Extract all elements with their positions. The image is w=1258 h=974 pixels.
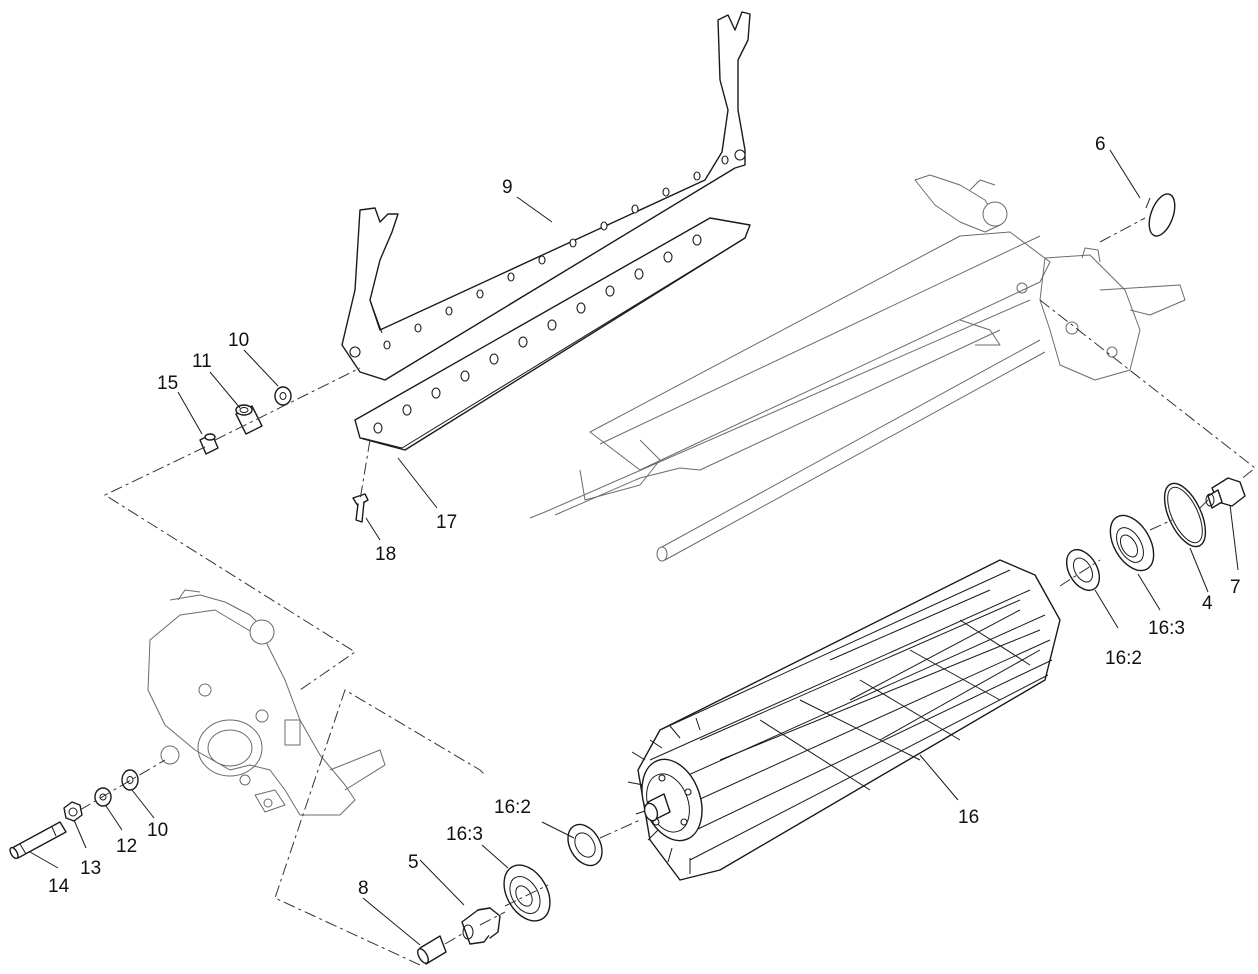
callout-16-3-left: 16:3 [446, 824, 483, 845]
nut-7 [1205, 477, 1246, 509]
callout-labels: 9 6 10 11 15 17 18 7 4 16:3 16:2 16 16:2… [48, 134, 1241, 899]
bushing-15 [199, 433, 219, 455]
washer-10-bottom [121, 769, 139, 791]
hub-5 [461, 907, 501, 945]
reel-16 [627, 559, 1061, 881]
callout-8: 8 [358, 878, 369, 899]
shaft-14 [9, 821, 67, 860]
callout-10-bottom: 10 [147, 820, 168, 841]
bedknife [354, 217, 751, 451]
callout-16-2-right: 16:2 [1105, 648, 1142, 669]
callout-7: 7 [1230, 577, 1241, 598]
callout-5: 5 [408, 852, 419, 873]
bearing-11 [235, 404, 263, 435]
callout-13: 13 [80, 858, 101, 879]
callout-16-2-left: 16:2 [494, 797, 531, 818]
callout-14: 14 [48, 876, 70, 897]
seal-16-2-right [1065, 549, 1101, 591]
o-ring-4 [1163, 482, 1207, 548]
bedknife-bar [341, 11, 751, 381]
callout-16-3-right: 16:3 [1148, 618, 1185, 639]
callout-17: 17 [436, 512, 457, 533]
washer-10-top [274, 386, 292, 406]
callout-12: 12 [116, 836, 137, 857]
frame-ghost-outline [529, 174, 1186, 562]
callout-4: 4 [1202, 593, 1213, 614]
callout-16: 16 [958, 807, 979, 828]
callout-10-top: 10 [228, 330, 249, 351]
callout-15: 15 [157, 373, 178, 394]
stud-8 [417, 935, 447, 965]
cap-6 [1145, 193, 1176, 237]
callout-18: 18 [375, 544, 396, 565]
callout-11: 11 [192, 351, 212, 372]
assembly-lines [79, 217, 1256, 966]
callout-9: 9 [502, 177, 513, 198]
screw-18 [352, 493, 369, 523]
bearing-16-3-left [503, 864, 551, 922]
side-plate-ghost-outline [147, 589, 386, 816]
leader-lines [29, 149, 1239, 946]
callout-6: 6 [1095, 134, 1106, 155]
bearing-16-3-right [1109, 514, 1155, 572]
nut-13 [63, 801, 83, 822]
seal-16-2-left [567, 823, 603, 867]
